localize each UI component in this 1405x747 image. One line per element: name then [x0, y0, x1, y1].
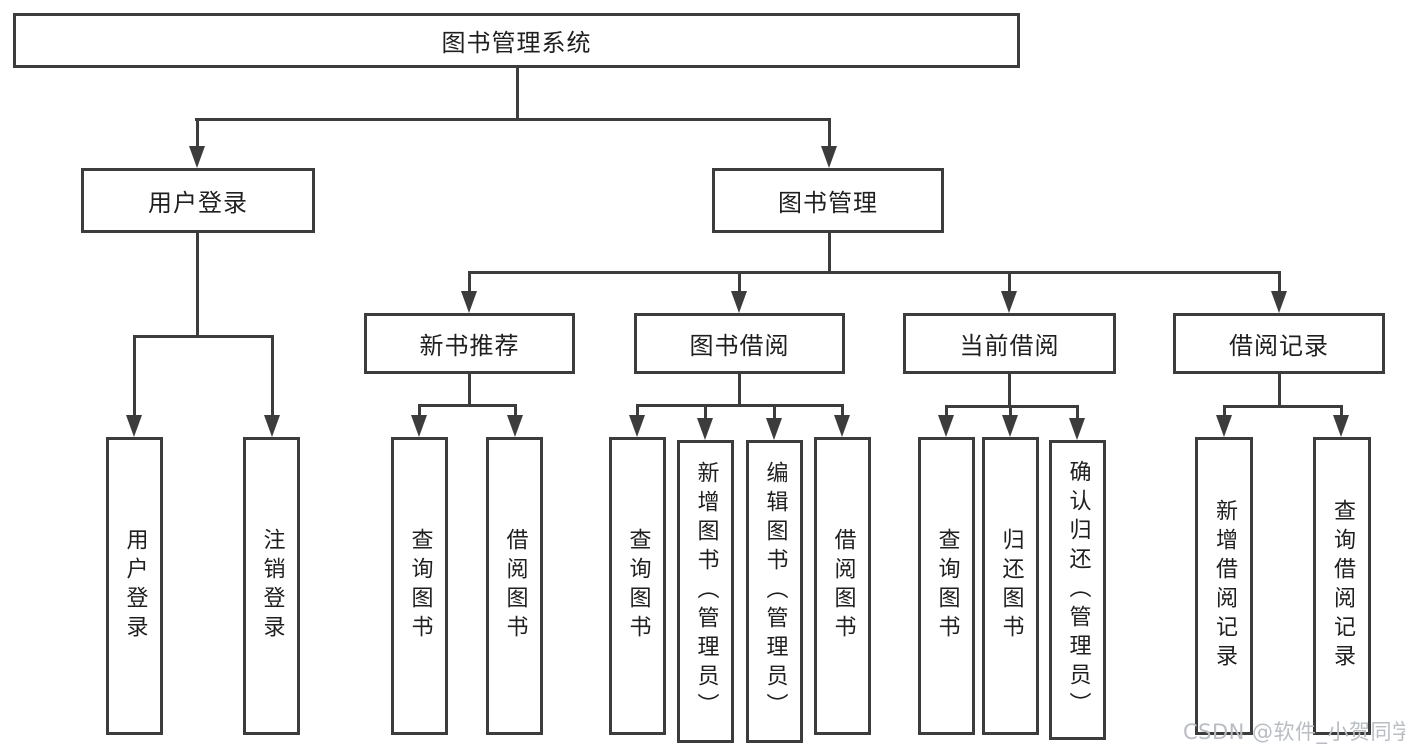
node-current-borrow: 当前借阅 [903, 313, 1116, 374]
node-label: 用户登录 [148, 189, 248, 217]
leaf-borrow-book: 借阅图书 [486, 437, 543, 735]
arrow-down-icon [1069, 418, 1085, 440]
arrow-down-icon [126, 415, 142, 437]
connector-line [636, 404, 844, 407]
arrow-down-icon [411, 415, 427, 437]
arrow-down-icon [1216, 415, 1232, 437]
connector-line [738, 271, 741, 293]
connector-line [468, 271, 1281, 274]
connector-line [636, 404, 639, 417]
node-label: 查询图书 [407, 528, 433, 644]
node-label: 借阅图书 [502, 528, 528, 644]
connector-line [418, 404, 421, 417]
leaf-borrow-book: 借阅图书 [814, 437, 871, 735]
leaf-user-login: 用户登录 [106, 437, 163, 735]
arrow-down-icon [821, 146, 837, 168]
arrow-down-icon [731, 291, 747, 313]
leaf-add-book-admin: 新增图书（管理员） [677, 440, 734, 743]
connector-line [1223, 405, 1226, 417]
arrow-down-icon [1333, 415, 1349, 437]
connector-line [196, 118, 199, 150]
arrow-down-icon [697, 418, 713, 440]
connector-line [945, 405, 948, 417]
arrow-down-icon [834, 415, 850, 437]
node-label: 新书推荐 [419, 332, 520, 360]
connector-line [133, 335, 136, 417]
connector-line [773, 404, 776, 420]
node-label: 归还图书 [998, 528, 1024, 644]
leaf-add-borrow-record: 新增借阅记录 [1195, 437, 1253, 735]
connector-line [1009, 405, 1012, 417]
arrow-down-icon [938, 415, 954, 437]
node-label: 用户登录 [122, 528, 148, 644]
node-label: 查询图书 [625, 528, 651, 644]
arrow-down-icon [766, 418, 782, 440]
node-label: 当前借阅 [959, 332, 1060, 360]
node-label: 新增图书（管理员） [693, 461, 719, 722]
node-label: 图书管理 [778, 189, 878, 217]
connector-line [704, 404, 707, 420]
node-label: 借阅记录 [1229, 332, 1329, 360]
node-label: 注销登录 [259, 528, 285, 644]
node-book-borrow: 图书借阅 [634, 313, 845, 374]
leaf-query-book: 查询图书 [918, 437, 975, 735]
node-book-management: 图书管理 [712, 168, 944, 233]
connector-line [468, 271, 471, 293]
node-label: 图书管理系统 [441, 29, 592, 57]
arrow-down-icon [264, 415, 280, 437]
connector-line [1223, 405, 1343, 408]
connector-line [468, 374, 471, 406]
leaf-logout: 注销登录 [243, 437, 300, 735]
connector-line [418, 404, 517, 407]
connector-line [133, 335, 274, 338]
csdn-watermark: CSDN @软件_小贺同学 [1183, 720, 1405, 744]
node-label: 确认归还（管理员） [1065, 459, 1091, 721]
connector-line [1340, 405, 1343, 417]
arrow-down-icon [1001, 291, 1017, 313]
connector-line [514, 404, 517, 417]
arrow-down-icon [507, 415, 523, 437]
connector-line [1008, 374, 1011, 407]
connector-line [828, 118, 831, 150]
connector-line [1076, 405, 1079, 420]
node-new-book-recommend: 新书推荐 [364, 313, 575, 374]
leaf-confirm-return-admin: 确认归还（管理员） [1049, 440, 1106, 740]
connector-line [196, 233, 199, 337]
connector-line [945, 405, 1079, 408]
connector-line [516, 68, 519, 120]
connector-line [1278, 271, 1281, 293]
arrow-down-icon [1271, 291, 1287, 313]
arrow-down-icon [189, 146, 205, 168]
connector-line [738, 374, 741, 406]
node-user-login: 用户登录 [81, 168, 315, 233]
leaf-query-borrow-record: 查询借阅记录 [1313, 437, 1371, 735]
node-system-root: 图书管理系统 [13, 13, 1020, 68]
node-label: 编辑图书（管理员） [762, 461, 788, 722]
connector-line [1008, 271, 1011, 293]
node-borrow-records: 借阅记录 [1173, 313, 1385, 374]
leaf-query-book: 查询图书 [391, 437, 448, 735]
node-label: 新增借阅记录 [1212, 499, 1237, 673]
arrow-down-icon [1002, 415, 1018, 437]
leaf-return-book: 归还图书 [982, 437, 1039, 735]
connector-line [195, 118, 831, 121]
arrow-down-icon [629, 415, 645, 437]
connector-line [841, 404, 844, 417]
leaf-edit-book-admin: 编辑图书（管理员） [746, 440, 803, 743]
node-label: 查询图书 [934, 528, 960, 644]
connector-line [271, 335, 274, 417]
connector-line [1278, 374, 1281, 407]
node-label: 借阅图书 [830, 528, 856, 644]
node-label: 查询借阅记录 [1330, 499, 1355, 673]
node-label: 图书借阅 [689, 332, 790, 360]
leaf-query-book: 查询图书 [609, 437, 666, 735]
connector-line [828, 233, 831, 273]
arrow-down-icon [461, 291, 477, 313]
